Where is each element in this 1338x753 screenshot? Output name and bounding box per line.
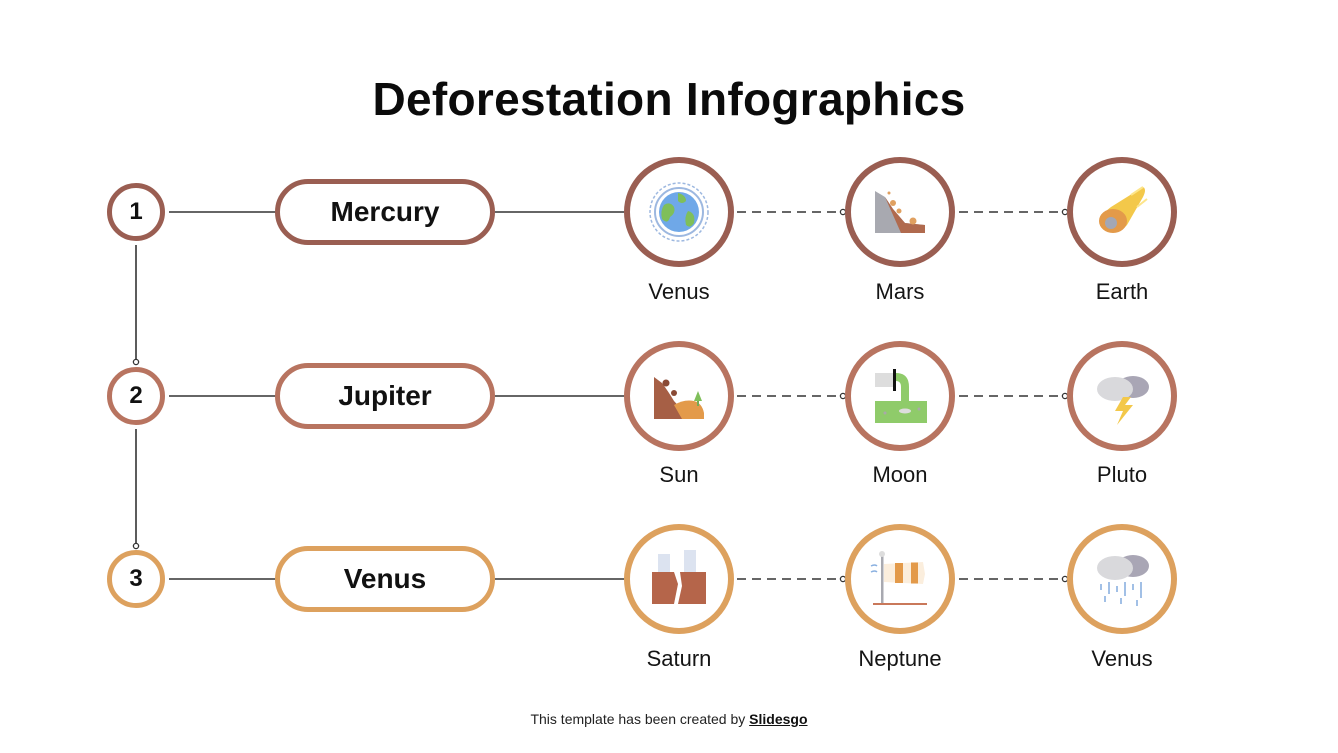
step-label-text: Mercury <box>330 196 440 227</box>
landslide-icon <box>875 191 925 233</box>
footer-credit: This template has been created by Slides… <box>0 711 1338 727</box>
windsock-icon <box>870 551 927 605</box>
node-pluto <box>1067 341 1177 451</box>
node-moon <box>845 341 955 451</box>
step-number-1: 1 <box>107 183 165 241</box>
step-label-pill-2: Jupiter <box>275 363 495 429</box>
rockfall-icon <box>654 377 704 419</box>
node-sun <box>624 341 734 451</box>
node-saturn <box>624 524 734 634</box>
step-number-2: 2 <box>107 367 165 425</box>
thunderstorm-icon <box>1097 376 1149 425</box>
meteor-icon <box>1099 186 1148 233</box>
node-label: Neptune <box>858 646 942 671</box>
page-title: Deforestation Infographics <box>372 73 966 125</box>
rain-cloud-icon <box>1097 555 1149 606</box>
node-label: Pluto <box>1096 462 1148 487</box>
step-number-3: 3 <box>107 550 165 608</box>
node-venus <box>624 157 734 267</box>
node-venus-rain <box>1067 524 1177 634</box>
node-label: Saturn <box>646 646 712 671</box>
node-earth <box>1067 157 1177 267</box>
node-label: Sun <box>659 462 699 487</box>
node-label: Moon <box>872 462 928 487</box>
node-label: Earth <box>1095 279 1149 304</box>
node-neptune <box>845 524 955 634</box>
pipe-pollution-icon <box>875 369 927 423</box>
step-label-text: Venus <box>343 563 427 594</box>
step-label-text: Jupiter <box>338 380 432 411</box>
step-number-text: 2 <box>129 382 143 409</box>
slidesgo-link[interactable]: Slidesgo <box>749 711 808 727</box>
node-label: Venus <box>1091 646 1153 671</box>
step-number-text: 3 <box>129 565 143 592</box>
step-number-text: 1 <box>129 198 143 225</box>
footer-text: This template has been created by <box>530 711 750 727</box>
node-mars <box>845 157 955 267</box>
node-label: Mars <box>875 279 925 304</box>
step-label-pill-3: Venus <box>275 546 495 612</box>
node-label: Venus <box>648 279 710 304</box>
earth-atmosphere-icon <box>649 182 709 242</box>
earthquake-icon <box>652 550 706 604</box>
step-label-pill-1: Mercury <box>275 179 495 245</box>
